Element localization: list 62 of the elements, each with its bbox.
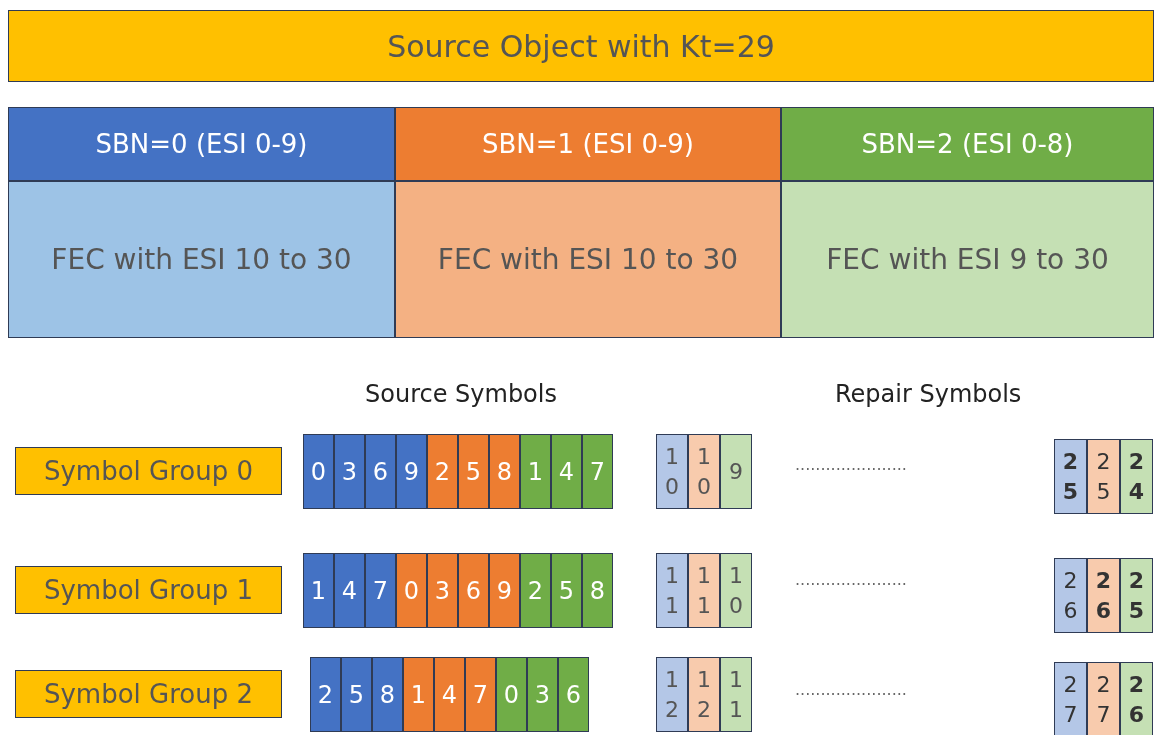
source-symbol-cell: 4: [434, 657, 465, 732]
source-symbol-cell: 5: [458, 434, 489, 509]
source-symbol-cell: 7: [465, 657, 496, 732]
repair-symbol-cell: 25: [1054, 439, 1087, 514]
repair-symbol-cell: 25: [1087, 439, 1120, 514]
source-symbol-cell: 5: [341, 657, 372, 732]
block-header: SBN=0 (ESI 0-9): [8, 107, 395, 181]
source-symbol-cell: 9: [489, 553, 520, 628]
repair-symbol-cell: 10: [656, 434, 688, 509]
symbol-group-label: Symbol Group 1: [15, 566, 282, 614]
source-symbol-cell: 7: [365, 553, 396, 628]
repair-symbol-cell: 11: [656, 553, 688, 628]
section-heading: Repair Symbols: [835, 380, 1022, 408]
source-symbol-cell: 0: [396, 553, 427, 628]
source-symbol-cell: 4: [334, 553, 365, 628]
repair-symbol-cell: 27: [1087, 662, 1120, 735]
source-symbol-cell: 6: [365, 434, 396, 509]
source-symbol-cell: 0: [303, 434, 334, 509]
title-bar: Source Object with Kt=29: [8, 10, 1154, 82]
repair-symbol-cell: 24: [1120, 439, 1153, 514]
source-symbol-cell: 5: [551, 553, 582, 628]
ellipsis: ......................: [795, 680, 907, 699]
source-symbol-cell: 8: [372, 657, 403, 732]
source-symbol-cell: 0: [496, 657, 527, 732]
source-symbol-cell: 3: [334, 434, 365, 509]
fec-block: FEC with ESI 10 to 30: [395, 181, 781, 338]
repair-symbol-cell: 26: [1087, 558, 1120, 633]
repair-symbol-cell: 10: [688, 434, 720, 509]
source-symbol-cell: 1: [303, 553, 334, 628]
repair-symbol-cell: 27: [1054, 662, 1087, 735]
repair-symbol-cell: 10: [720, 553, 752, 628]
source-symbol-cell: 4: [551, 434, 582, 509]
source-symbol-cell: 2: [520, 553, 551, 628]
ellipsis: ......................: [795, 455, 907, 474]
repair-symbol-cell: 12: [688, 657, 720, 732]
source-symbol-cell: 8: [489, 434, 520, 509]
source-symbol-cell: 1: [403, 657, 434, 732]
block-header: SBN=1 (ESI 0-9): [395, 107, 781, 181]
symbol-group-label: Symbol Group 2: [15, 670, 282, 718]
fec-block: FEC with ESI 10 to 30: [8, 181, 395, 338]
section-heading: Source Symbols: [365, 380, 557, 408]
source-symbol-cell: 9: [396, 434, 427, 509]
ellipsis: ......................: [795, 570, 907, 589]
source-symbol-cell: 2: [427, 434, 458, 509]
repair-symbol-cell: 26: [1054, 558, 1087, 633]
source-symbol-cell: 3: [527, 657, 558, 732]
fec-block: FEC with ESI 9 to 30: [781, 181, 1154, 338]
repair-symbol-cell: 12: [656, 657, 688, 732]
source-symbol-cell: 6: [558, 657, 589, 732]
source-symbol-cell: 7: [582, 434, 613, 509]
source-symbol-cell: 3: [427, 553, 458, 628]
block-header: SBN=2 (ESI 0-8): [781, 107, 1154, 181]
repair-symbol-cell: 26: [1120, 662, 1153, 735]
source-symbol-cell: 2: [310, 657, 341, 732]
source-symbol-cell: 6: [458, 553, 489, 628]
source-symbol-cell: 8: [582, 553, 613, 628]
repair-symbol-cell: 11: [720, 657, 752, 732]
source-symbol-cell: 1: [520, 434, 551, 509]
repair-symbol-cell: 25: [1120, 558, 1153, 633]
repair-symbol-cell: 9: [720, 434, 752, 509]
symbol-group-label: Symbol Group 0: [15, 447, 282, 495]
repair-symbol-cell: 11: [688, 553, 720, 628]
